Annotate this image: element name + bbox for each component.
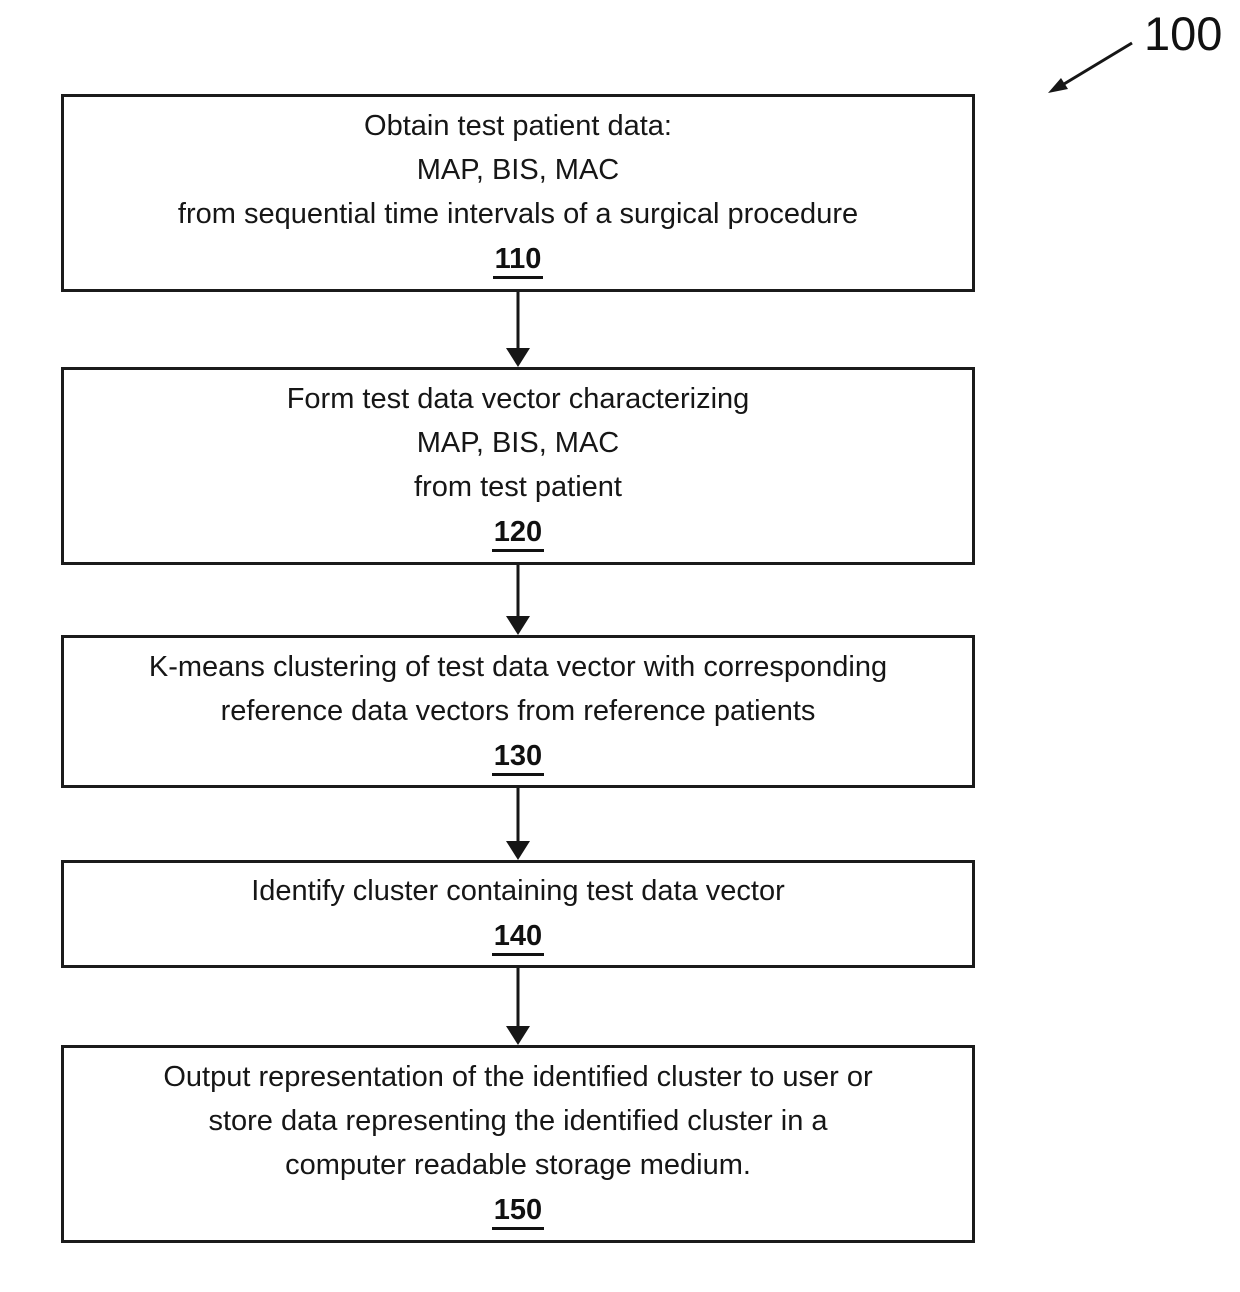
step-reference-line: 130 xyxy=(491,733,545,779)
arrow-head-icon xyxy=(506,1026,530,1045)
flow-arrow-down xyxy=(504,565,532,635)
step-reference-number: 110 xyxy=(492,243,544,279)
step-reference-number: 120 xyxy=(491,516,545,552)
flow-step-box-130: K-means clustering of test data vector w… xyxy=(61,635,975,788)
arrow-head-icon xyxy=(506,348,530,367)
step-text-line: Form test data vector characterizing xyxy=(286,383,750,415)
step-text-line: Identify cluster containing test data ve… xyxy=(251,875,785,907)
step-text-line: from sequential time intervals of a surg… xyxy=(177,198,859,230)
flow-arrow-down xyxy=(504,292,532,367)
step-reference-line: 110 xyxy=(492,236,544,282)
step-text-line: K-means clustering of test data vector w… xyxy=(148,650,888,683)
figure-leader-arrow-icon xyxy=(1048,41,1133,93)
arrow-line xyxy=(516,292,520,352)
flow-step-box-150: Output representation of the identified … xyxy=(61,1045,975,1243)
arrow-line xyxy=(516,788,520,845)
step-text-line: from test patient xyxy=(414,471,622,503)
step-reference-line: 120 xyxy=(491,509,545,555)
flow-step-box-140: Identify cluster containing test data ve… xyxy=(61,860,975,968)
figure-number: 100 xyxy=(1144,7,1223,60)
flow-step-box-110: Obtain test patient data: MAP, BIS, MAC … xyxy=(61,94,975,292)
arrow-line xyxy=(516,565,520,620)
flow-step-box-120: Form test data vector characterizing MAP… xyxy=(61,367,975,565)
arrow-head-icon xyxy=(506,841,530,860)
step-reference-number: 130 xyxy=(491,739,545,776)
step-text-line: store data representing the identified c… xyxy=(208,1105,828,1137)
step-text-line: Output representation of the identified … xyxy=(163,1061,873,1093)
step-reference-number: 140 xyxy=(491,920,545,956)
step-text-line: Obtain test patient data: xyxy=(364,110,672,142)
step-reference-line: 150 xyxy=(491,1187,545,1233)
arrow-line xyxy=(516,968,520,1030)
step-text-line: MAP, BIS, MAC xyxy=(416,154,620,186)
arrow-head-icon xyxy=(506,616,530,635)
flow-arrow-down xyxy=(504,788,532,860)
step-text-line: MAP, BIS, MAC xyxy=(416,427,620,459)
step-text-line: computer readable storage medium. xyxy=(285,1149,751,1181)
step-text-line: reference data vectors from reference pa… xyxy=(220,694,816,727)
step-reference-number: 150 xyxy=(491,1194,545,1230)
flow-arrow-down xyxy=(504,968,532,1045)
step-reference-line: 140 xyxy=(491,913,545,959)
